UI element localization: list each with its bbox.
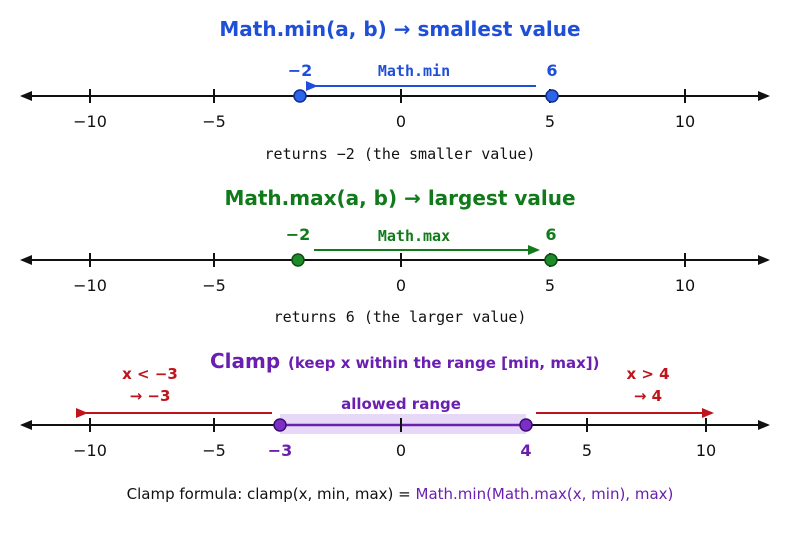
clamp-tick-label: 5 bbox=[582, 441, 592, 460]
clamp-range-label: allowed range bbox=[341, 395, 461, 413]
max-point-a bbox=[291, 253, 305, 267]
clamp-tick-label: −5 bbox=[202, 441, 226, 460]
min-tick-label: 10 bbox=[675, 112, 695, 131]
clamp-panel: Clamp (keep x within the range [min, max… bbox=[20, 349, 770, 503]
min-title: Math.min(a, b) → smallest value bbox=[219, 17, 580, 41]
max-tick-label: 10 bbox=[675, 276, 695, 295]
max-tick-label: −10 bbox=[73, 276, 107, 295]
max-arrow-label: Math.max bbox=[378, 227, 450, 245]
max-panel: Math.max(a, b) → largest value −10 −5 0 … bbox=[20, 186, 770, 326]
max-point-b bbox=[544, 253, 558, 267]
clamp-min-point bbox=[273, 418, 287, 432]
max-caption: returns 6 (the larger value) bbox=[274, 308, 527, 326]
clamp-formula: Clamp formula: clamp(x, min, max) = Math… bbox=[127, 485, 674, 503]
max-point-a-label: −2 bbox=[286, 225, 311, 244]
max-tick-label: 0 bbox=[396, 276, 406, 295]
clamp-min-label: −3 bbox=[268, 441, 293, 460]
max-point-b-label: 6 bbox=[545, 225, 556, 244]
clamp-right-rule-result: → 4 bbox=[634, 387, 662, 405]
clamp-max-point bbox=[519, 418, 533, 432]
clamp-tick-label: 0 bbox=[396, 441, 406, 460]
min-tick-label: 0 bbox=[396, 112, 406, 131]
clamp-formula-expression: Math.min(Math.max(x, min), max) bbox=[416, 485, 674, 503]
clamp-tick-label: −10 bbox=[73, 441, 107, 460]
max-tick-label: 5 bbox=[545, 276, 555, 295]
min-tick-label: 5 bbox=[545, 112, 555, 131]
clamp-formula-prefix: Clamp formula: clamp(x, min, max) = bbox=[127, 485, 416, 503]
min-point-a-label: −2 bbox=[288, 61, 313, 80]
clamp-tick-marks bbox=[89, 418, 707, 432]
max-title: Math.max(a, b) → largest value bbox=[224, 186, 575, 210]
max-tick-label: −5 bbox=[202, 276, 226, 295]
clamp-subtitle: (keep x within the range [min, max]) bbox=[288, 354, 599, 372]
min-arrow-label: Math.min bbox=[378, 62, 450, 80]
clamp-left-rule-result: → −3 bbox=[130, 387, 171, 405]
clamp-tick-label: 10 bbox=[696, 441, 716, 460]
min-panel: Math.min(a, b) → smallest value −10 −5 0… bbox=[20, 17, 770, 163]
clamp-title: Clamp bbox=[210, 349, 280, 373]
clamp-max-label: 4 bbox=[520, 441, 531, 460]
min-point-b bbox=[545, 89, 559, 103]
min-tick-label: −5 bbox=[202, 112, 226, 131]
min-point-b-label: 6 bbox=[546, 61, 557, 80]
min-point-a bbox=[293, 89, 307, 103]
clamp-left-rule-condition: x < −3 bbox=[122, 365, 178, 383]
clamp-right-rule-condition: x > 4 bbox=[626, 365, 669, 383]
min-caption: returns −2 (the smaller value) bbox=[265, 145, 536, 163]
min-tick-label: −10 bbox=[73, 112, 107, 131]
